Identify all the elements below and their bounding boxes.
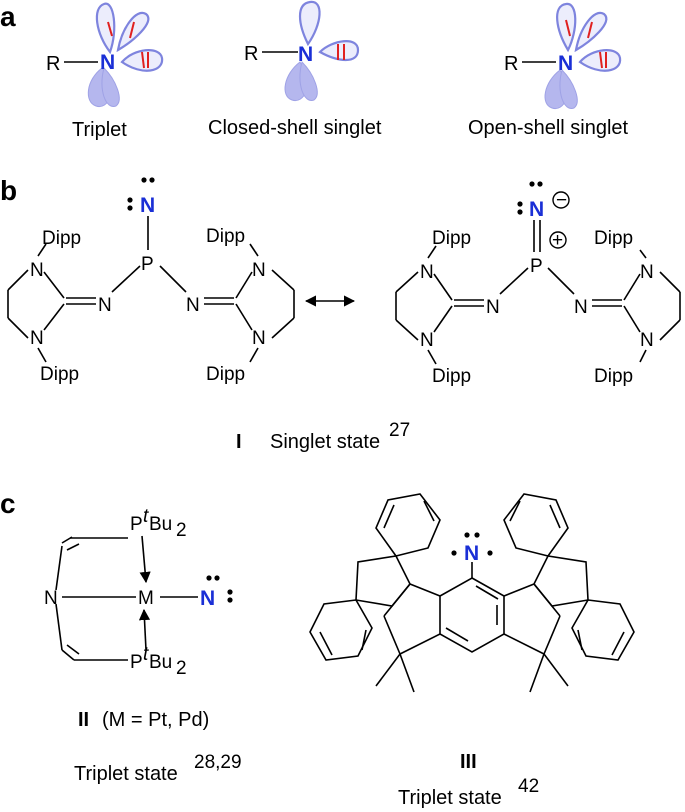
- imine-n: N: [486, 297, 500, 318]
- electron-down-icon: [587, 21, 593, 39]
- compound-numeral: II: [78, 709, 89, 731]
- phosphorus-bottom: P: [130, 652, 143, 673]
- phosphorus-top: P: [130, 514, 143, 535]
- nitrogen-atom: N: [298, 43, 313, 66]
- orbital-lobe-icon: [556, 2, 577, 53]
- caption-detail: (M = Pt, Pd): [102, 709, 209, 731]
- tbu-prefix: t: [143, 644, 149, 665]
- phosphinonitrene-left: N P N N N N Dipp Dipp N N Dipp Dipp: [7, 177, 295, 385]
- dipp-label: Dipp: [42, 228, 81, 249]
- fluorene-five-ring: [355, 555, 411, 607]
- state-caption: Open-shell singlet: [468, 117, 629, 139]
- minus-sign: −: [556, 190, 567, 211]
- caption-text: Singlet state: [270, 431, 380, 453]
- panel-label-c: c: [0, 488, 16, 519]
- metal-m: M: [138, 588, 154, 609]
- state-caption: Triplet: [72, 119, 127, 141]
- electron-up-icon: [599, 51, 603, 69]
- ring-n: N: [252, 328, 266, 349]
- panel-label-a: a: [0, 1, 16, 32]
- benzene-ring: [571, 599, 635, 661]
- spiro-fluorenyl-iii: N III Triplet state: [309, 493, 635, 809]
- caption-ref: 28,29: [194, 752, 242, 773]
- filled-lobe-icon: [101, 67, 120, 107]
- nitrene-n: N: [140, 194, 155, 217]
- state-caption: Closed-shell singlet: [208, 117, 382, 139]
- imine-n: N: [98, 295, 112, 316]
- electron-up-icon: [141, 51, 145, 69]
- plus-sign: +: [552, 230, 563, 251]
- phosphorus: P: [141, 254, 154, 275]
- nitrogen-atom: N: [558, 52, 573, 75]
- panel-label-b: b: [0, 175, 17, 206]
- dipp-label: Dipp: [432, 228, 471, 249]
- dative-bond-arrow-icon: [139, 535, 151, 584]
- substituent-r: R: [46, 53, 60, 75]
- orbital-lobe-icon: [95, 2, 116, 55]
- nitrene-n: N: [529, 198, 544, 221]
- ring-n: N: [420, 262, 434, 283]
- ring-n: N: [30, 328, 44, 349]
- electron-up-icon: [129, 21, 135, 39]
- dipp-label: Dipp: [432, 366, 471, 387]
- phosphinonitrene-right: N − P + N N N N Dipp Dipp N N: [395, 181, 681, 387]
- dipp-label: Dipp: [206, 226, 245, 247]
- nitrogen-atom: N: [100, 51, 115, 74]
- caption-text: Triplet state: [74, 763, 178, 785]
- orbital-lobe-icon: [116, 11, 150, 53]
- amido-n: N: [44, 588, 58, 609]
- ring-n: N: [252, 260, 266, 281]
- caption-ref: 42: [518, 776, 539, 797]
- dative-bond-arrow-icon: [138, 608, 151, 651]
- subscript-2: 2: [176, 520, 187, 541]
- caption-ref: 27: [389, 420, 410, 441]
- open-shell-singlet-state: R N Open-shell singlet: [468, 2, 629, 139]
- ring-n: N: [30, 260, 44, 281]
- filled-lobe-icon: [299, 61, 318, 101]
- bu-label: Bu: [149, 514, 172, 535]
- negative-charge-icon: [552, 191, 570, 209]
- metal-complex-ii: N M P t Bu 2 P t Bu 2 N II (M = Pt, Pd) …: [44, 506, 242, 785]
- tbu-prefix: t: [143, 506, 149, 527]
- ring-n: N: [640, 330, 654, 351]
- fluorene-five-ring: [533, 555, 589, 607]
- subscript-2: 2: [176, 658, 187, 679]
- imine-n: N: [574, 297, 588, 318]
- electron-up-icon: [565, 19, 571, 37]
- caption-text: Triplet state: [398, 787, 502, 809]
- phosphorus: P: [530, 256, 543, 277]
- compound-numeral: III: [460, 751, 477, 773]
- positive-charge-icon: [549, 231, 567, 249]
- filled-lobe-icon: [559, 69, 578, 109]
- imine-n: N: [186, 295, 200, 316]
- compound-numeral: I: [236, 431, 242, 453]
- orbital-lobe-icon: [578, 49, 622, 72]
- nitrene-n: N: [200, 587, 215, 610]
- closed-shell-singlet-state: R N Closed-shell singlet: [208, 0, 382, 139]
- triplet-state: R N Triplet: [46, 2, 164, 141]
- orbital-lobe-icon: [574, 11, 608, 53]
- caption-compound-i: I Singlet state 27: [236, 420, 410, 453]
- benzene-ring: [375, 493, 441, 557]
- benzene-ring: [309, 599, 373, 661]
- substituent-r: R: [244, 43, 258, 65]
- substituent-r: R: [504, 53, 518, 75]
- electron-up-icon: [107, 21, 113, 37]
- orbital-lobe-icon: [120, 49, 164, 72]
- bu-label: Bu: [149, 652, 172, 673]
- ring-n: N: [640, 262, 654, 283]
- ring-n: N: [420, 330, 434, 351]
- dipp-label: Dipp: [206, 364, 245, 385]
- dipp-label: Dipp: [594, 228, 633, 249]
- dipp-label: Dipp: [40, 364, 79, 385]
- benzene-ring: [503, 493, 569, 557]
- orbital-lobe-icon: [298, 0, 321, 47]
- nitrene-n: N: [464, 542, 479, 565]
- dipp-label: Dipp: [594, 366, 633, 387]
